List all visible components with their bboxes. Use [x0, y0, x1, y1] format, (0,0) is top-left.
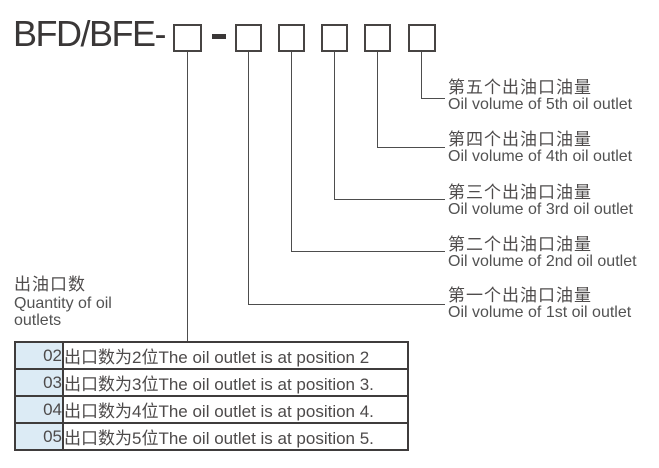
label-1st-outlet-volume-en: Oil volume of 1st oil outlet — [448, 304, 632, 321]
label-outlet-quantity: 出油口数 Quantity of oil outlets — [14, 275, 132, 329]
label-3rd-outlet-volume: 第三个出油口油量 Oil volume of 3rd oil outlet — [448, 184, 633, 218]
label-5th-outlet-volume: 第五个出油口油量 Oil volume of 5th oil outlet — [448, 79, 632, 113]
option-description: 出口数为5位The oil outlet is at position 5. — [62, 422, 409, 451]
option-description: 出口数为4位The oil outlet is at position 4. — [62, 395, 409, 424]
connector-line-outlet-count — [187, 52, 189, 341]
code-separator-dash — [212, 34, 226, 39]
code-box-outlet-count — [173, 24, 202, 52]
label-1st-outlet-volume-zh: 第一个出油口油量 — [448, 286, 592, 305]
label-3rd-outlet-volume-en: Oil volume of 3rd oil outlet — [448, 201, 633, 218]
label-2nd-outlet-volume: 第二个出油口油量 Oil volume of 2nd oil outlet — [448, 236, 637, 270]
code-box-volume-4 — [364, 24, 391, 52]
connector-line-3rd-outlet — [334, 52, 445, 200]
table-row: 04 出口数为4位The oil outlet is at position 4… — [14, 395, 409, 424]
label-2nd-outlet-volume-en: Oil volume of 2nd oil outlet — [448, 253, 637, 270]
code-box-volume-2 — [278, 24, 305, 52]
label-4th-outlet-volume-en: Oil volume of 4th oil outlet — [448, 148, 633, 165]
code-box-volume-3 — [321, 24, 348, 52]
option-description: 出口数为2位The oil outlet is at position 2 — [62, 341, 409, 370]
code-box-volume-1 — [235, 24, 262, 52]
option-code: 05 — [14, 422, 64, 451]
label-outlet-quantity-zh: 出油口数 — [14, 275, 86, 294]
option-code: 02 — [14, 341, 64, 370]
table-row: 05 出口数为5位The oil outlet is at position 5… — [14, 422, 409, 451]
table-row: 03 出口数为3位The oil outlet is at position 3… — [14, 368, 409, 397]
code-box-volume-5 — [408, 24, 436, 52]
label-4th-outlet-volume: 第四个出油口油量 Oil volume of 4th oil outlet — [448, 131, 632, 165]
connector-line-1st-outlet — [248, 52, 445, 305]
label-5th-outlet-volume-en: Oil volume of 5th oil outlet — [448, 96, 633, 113]
label-2nd-outlet-volume-zh: 第二个出油口油量 — [448, 235, 592, 254]
option-code: 04 — [14, 395, 64, 424]
connector-line-4th-outlet — [377, 52, 445, 148]
connector-line-5th-outlet — [421, 52, 445, 99]
model-prefix: BFD/BFE- — [13, 13, 167, 54]
option-code: 03 — [14, 368, 64, 397]
label-3rd-outlet-volume-zh: 第三个出油口油量 — [448, 183, 592, 202]
label-4th-outlet-volume-zh: 第四个出油口油量 — [448, 130, 592, 149]
label-5th-outlet-volume-zh: 第五个出油口油量 — [448, 78, 592, 97]
table-row: 02 出口数为2位The oil outlet is at position 2 — [14, 341, 409, 370]
option-description: 出口数为3位The oil outlet is at position 3. — [62, 368, 409, 397]
outlet-options-table: 02 出口数为2位The oil outlet is at position 2… — [14, 341, 409, 451]
connector-line-2nd-outlet — [291, 52, 445, 252]
label-1st-outlet-volume: 第一个出油口油量 Oil volume of 1st oil outlet — [448, 287, 631, 321]
label-outlet-quantity-en: Quantity of oil outlets — [14, 295, 112, 329]
